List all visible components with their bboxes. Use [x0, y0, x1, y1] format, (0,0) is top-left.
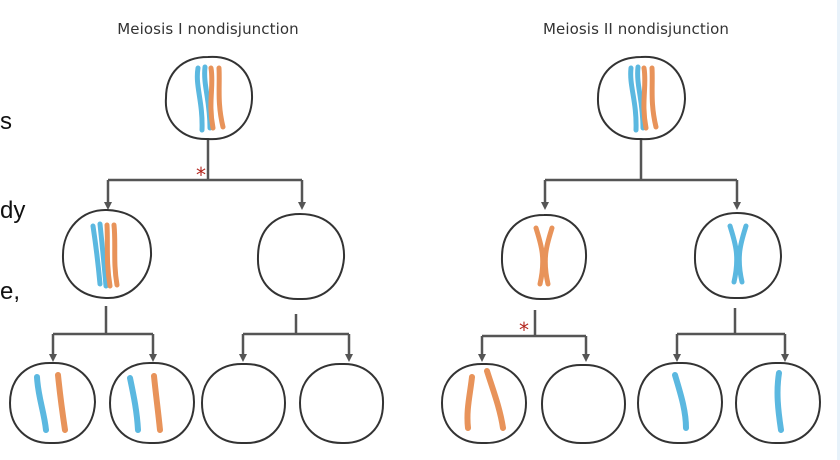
blue-chromosome	[97, 221, 109, 289]
error-marker: *	[519, 318, 529, 342]
cropped-text-fragment: e,	[0, 278, 21, 305]
orange-chromosome	[464, 374, 475, 431]
empty-gamete-cell	[200, 362, 287, 445]
cell-outline	[693, 211, 783, 300]
blue-chromosome	[672, 372, 689, 431]
orange-chromosome	[55, 372, 68, 433]
orange-chromosome	[641, 65, 649, 131]
orange-chromosome	[104, 222, 113, 289]
page-edge-strip	[837, 0, 840, 460]
gamete-cell	[636, 361, 724, 445]
cropped-text-fragment: dy	[0, 197, 26, 224]
cell-outline	[596, 55, 687, 141]
meiosis-ii-panel: *	[440, 55, 822, 445]
orange-chromosome	[216, 65, 226, 130]
meiosis-ii-title: Meiosis II nondisjunction	[542, 20, 730, 38]
empty-gamete-cell	[540, 363, 627, 445]
blue-chromosome	[736, 223, 749, 285]
meiosis-i-title: Meiosis I nondisjunction	[117, 20, 299, 38]
orange-chromosome	[533, 225, 546, 287]
orange-chromosome	[208, 65, 216, 131]
daughter-cell	[61, 208, 153, 300]
cell-outline	[636, 361, 724, 445]
parent-cell	[164, 55, 254, 141]
blue-chromosome	[127, 375, 141, 433]
blue-chromosome	[774, 370, 784, 433]
meiosis-i-panel: *	[8, 55, 385, 445]
cell-outline	[8, 361, 97, 445]
orange-chromosome	[484, 368, 506, 431]
blue-chromosome	[628, 65, 639, 133]
empty-daughter-cell	[256, 212, 346, 301]
meiosis-i-connectors	[49, 140, 353, 362]
blue-chromosome	[194, 65, 205, 133]
meiosis-ii-connectors	[478, 140, 789, 362]
cell-outline	[164, 55, 254, 141]
daughter-cell	[500, 213, 588, 301]
orange-chromosome	[542, 225, 555, 287]
cell-outline	[440, 362, 528, 445]
error-marker: *	[196, 163, 206, 187]
gamete-cell	[108, 361, 196, 445]
empty-gamete-cell	[298, 362, 385, 445]
cell-outline	[734, 361, 822, 445]
daughter-cell	[693, 211, 783, 300]
gamete-cell	[8, 361, 97, 445]
orange-chromosome	[111, 222, 120, 288]
orange-chromosome	[649, 65, 659, 130]
orange-chromosome	[151, 373, 163, 433]
cell-outline	[61, 208, 153, 300]
gamete-cell	[440, 362, 528, 445]
parent-cell	[596, 55, 687, 141]
blue-chromosome	[34, 374, 49, 433]
blue-chromosome	[727, 223, 740, 285]
gamete-cell	[734, 361, 822, 445]
cropped-text-fragment: s	[0, 108, 12, 135]
cell-outline	[108, 361, 196, 445]
blue-chromosome	[90, 223, 103, 287]
cell-outline	[500, 213, 588, 301]
